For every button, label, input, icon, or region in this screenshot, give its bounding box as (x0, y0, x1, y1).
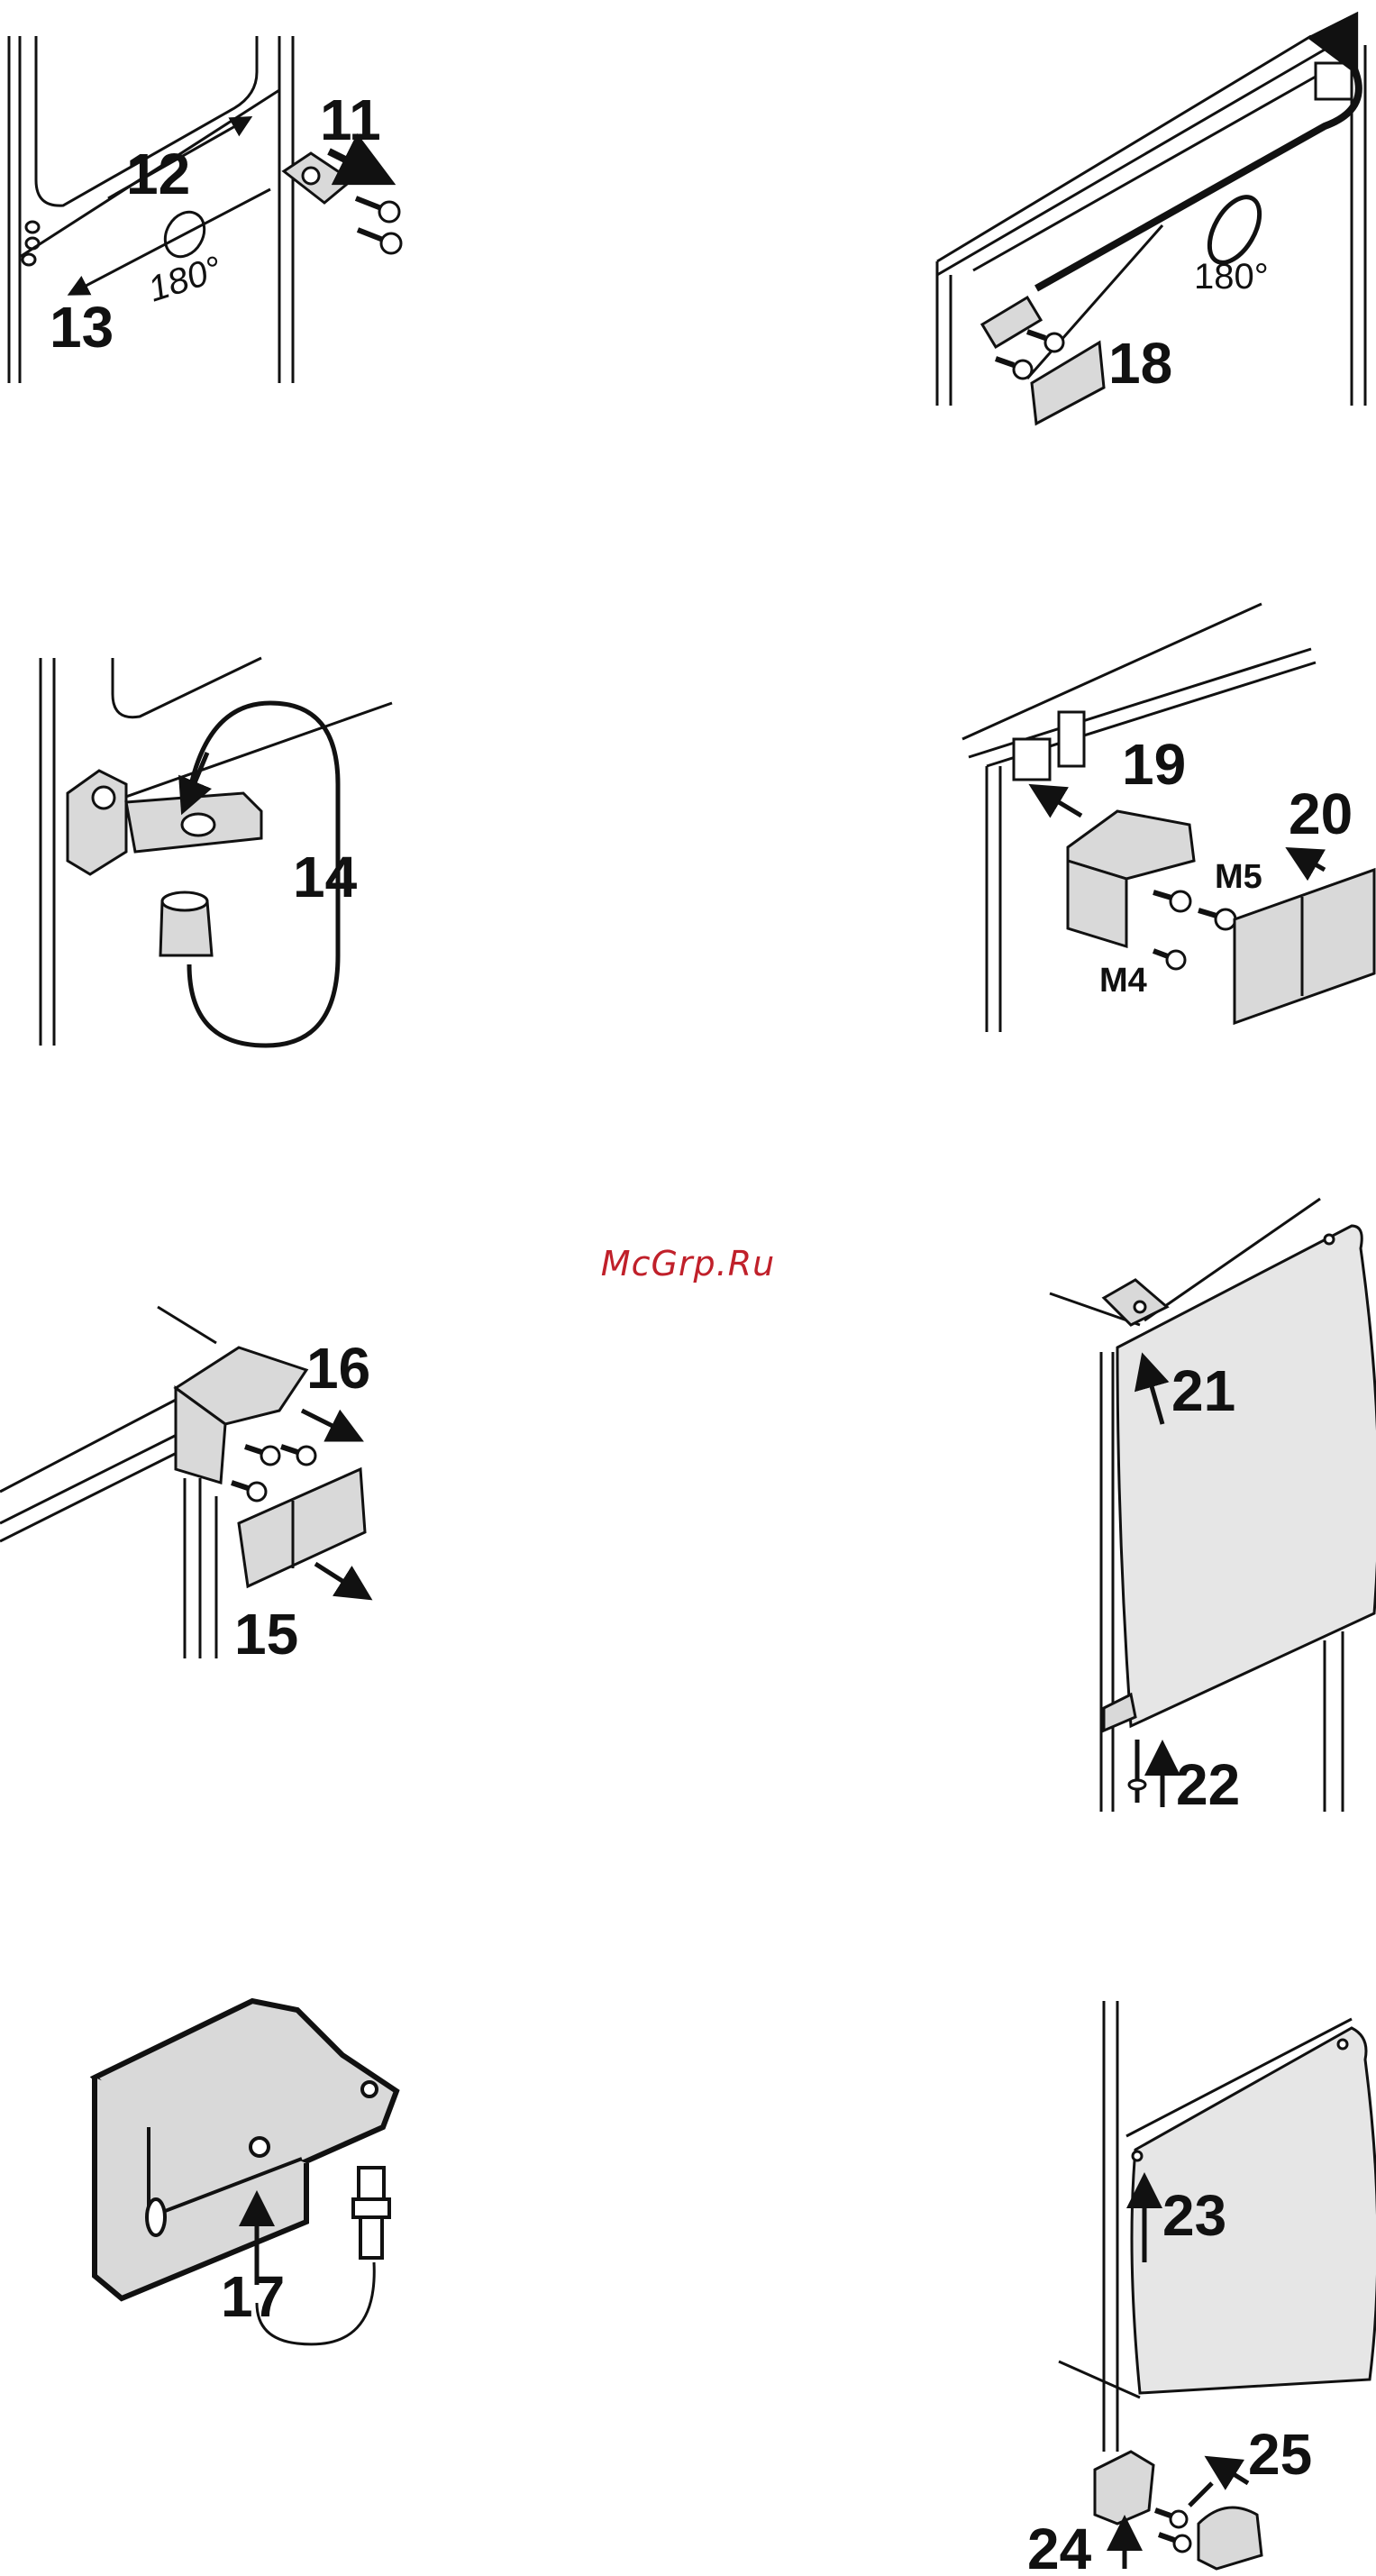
screw-icon (1155, 2510, 1187, 2527)
step-15-label: 15 (234, 1602, 298, 1667)
step-14-label: 14 (293, 845, 358, 909)
step-19-label: 19 (1122, 732, 1186, 797)
step-11-label: 11 (320, 87, 381, 152)
step-18-label: 18 (1108, 331, 1172, 396)
hinge-pin-bushing-icon (160, 892, 212, 955)
step-20-label: 20 (1289, 781, 1353, 846)
screw-icon (232, 1483, 266, 1501)
screw-icon (1159, 2535, 1190, 2552)
step-24-label: 24 (1027, 2517, 1092, 2576)
panel-door-mount-bottom (1059, 2001, 1376, 2569)
screw-icon (358, 230, 401, 253)
step-25-label: 25 (1248, 2422, 1312, 2487)
screw-icon (1153, 891, 1190, 911)
screw-size-m5-label: M5 (1215, 858, 1262, 896)
step-16-label: 16 (306, 1336, 370, 1401)
watermark: McGrp.Ru (0, 1244, 1376, 1283)
step-23-label: 23 (1162, 2183, 1226, 2248)
screw-icon (1153, 951, 1185, 969)
step-17-label: 17 (221, 2264, 285, 2329)
screw-icon (1027, 332, 1063, 352)
step-13-label: 13 (50, 295, 114, 360)
hinge-pin-icon (353, 2168, 389, 2258)
screw-icon (996, 359, 1032, 379)
screw-icon (356, 198, 399, 222)
screw-icon (281, 1447, 315, 1465)
step-21-label: 21 (1171, 1358, 1235, 1423)
screw-size-m4-label: M4 (1099, 962, 1147, 1000)
screw-icon (245, 1447, 279, 1465)
panel-door-mount-top (1050, 1199, 1376, 1812)
rotation-angle-label: 180° (143, 249, 226, 309)
rotation-angle-label: 180° (1194, 257, 1269, 297)
screw-icon (1198, 909, 1235, 929)
step-12-label: 12 (126, 142, 190, 206)
step-22-label: 22 (1176, 1752, 1240, 1817)
